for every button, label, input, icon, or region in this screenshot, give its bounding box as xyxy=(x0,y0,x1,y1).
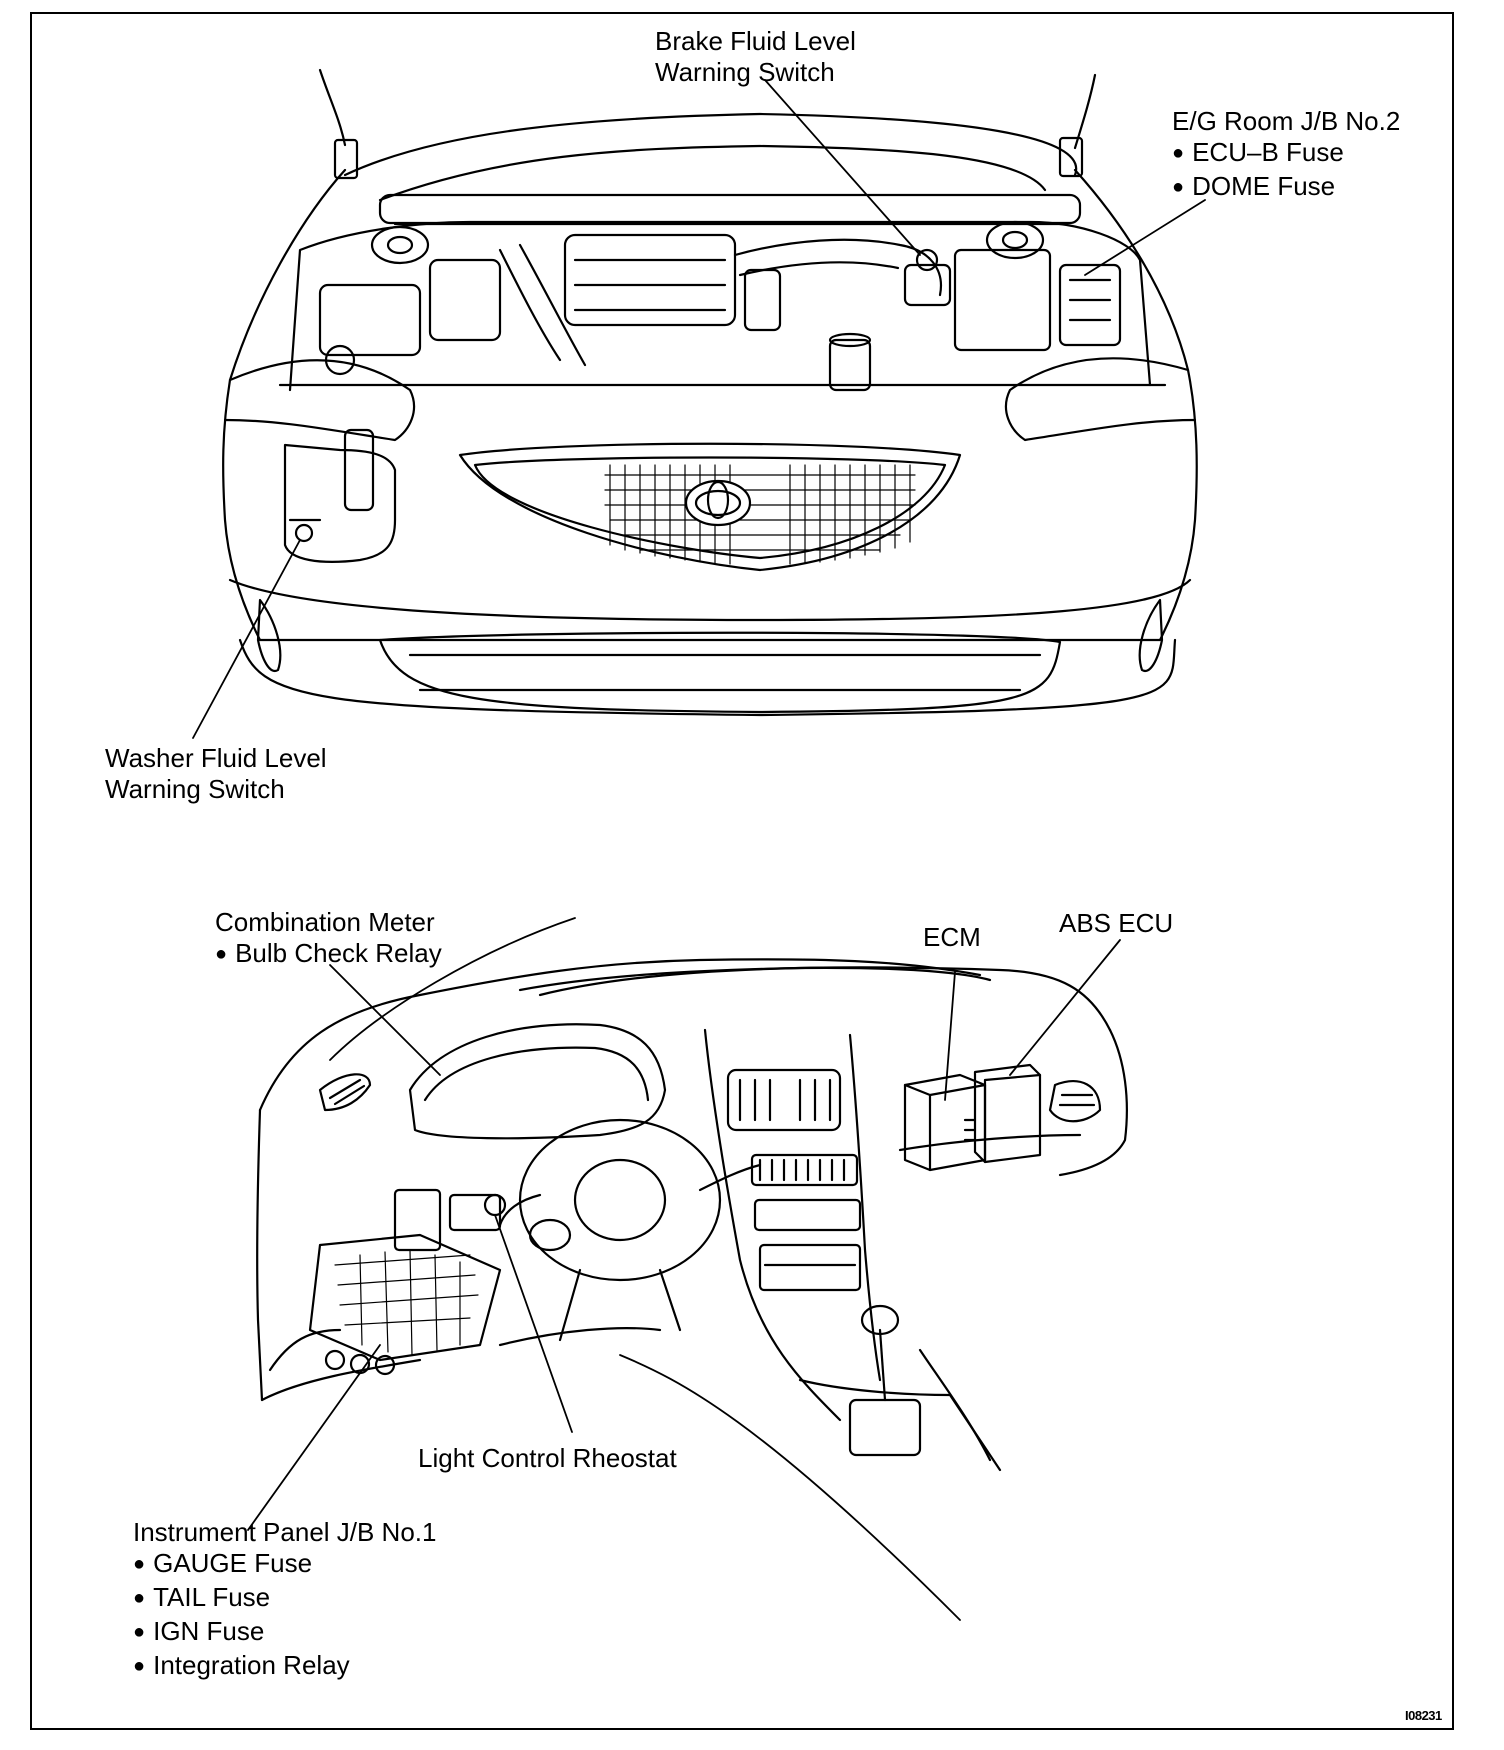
gauge-fuse-item: GAUGE Fuse xyxy=(133,1548,436,1582)
ecu-b-fuse-item: ECU–B Fuse xyxy=(1172,137,1400,171)
brake-fluid-switch-line1: Brake Fluid Level xyxy=(655,26,856,56)
integration-relay-item: Integration Relay xyxy=(133,1650,436,1684)
light-control-rheostat-label: Light Control Rheostat xyxy=(418,1443,677,1473)
eg-room-jb2-title: E/G Room J/B No.2 xyxy=(1172,106,1401,136)
instrument-panel-jb1-title: Instrument Panel J/B No.1 xyxy=(133,1517,437,1547)
figure-frame xyxy=(30,12,1454,1730)
ign-fuse-item: IGN Fuse xyxy=(133,1616,436,1650)
washer-fluid-switch-line2: Warning Switch xyxy=(105,774,285,804)
figure-id: I08231 xyxy=(1405,1708,1442,1723)
eg-room-jb2-label: E/G Room J/B No.2 ECU–B Fuse DOME Fuse xyxy=(1172,106,1400,205)
leader-lines xyxy=(192,79,1206,1621)
brake-fluid-switch-label: Brake Fluid Level Warning Switch xyxy=(655,26,856,88)
tail-fuse-item: TAIL Fuse xyxy=(133,1582,436,1616)
brake-fluid-switch-line2: Warning Switch xyxy=(655,57,835,87)
bulb-check-relay-item: Bulb Check Relay xyxy=(215,938,442,972)
combination-meter-label: Combination Meter Bulb Check Relay xyxy=(215,907,442,972)
car-front-illustration xyxy=(222,68,1198,717)
combination-meter-title: Combination Meter xyxy=(215,907,435,937)
dome-fuse-item: DOME Fuse xyxy=(1172,171,1400,205)
ecm-label: ECM xyxy=(923,922,981,952)
washer-fluid-switch-line1: Washer Fluid Level xyxy=(105,743,327,773)
dashboard-illustration xyxy=(256,958,1128,1472)
washer-fluid-switch-label: Washer Fluid Level Warning Switch xyxy=(105,743,327,805)
instrument-panel-jb1-label: Instrument Panel J/B No.1 GAUGE Fuse TAI… xyxy=(133,1517,436,1684)
abs-ecu-label: ABS ECU xyxy=(1059,908,1174,938)
